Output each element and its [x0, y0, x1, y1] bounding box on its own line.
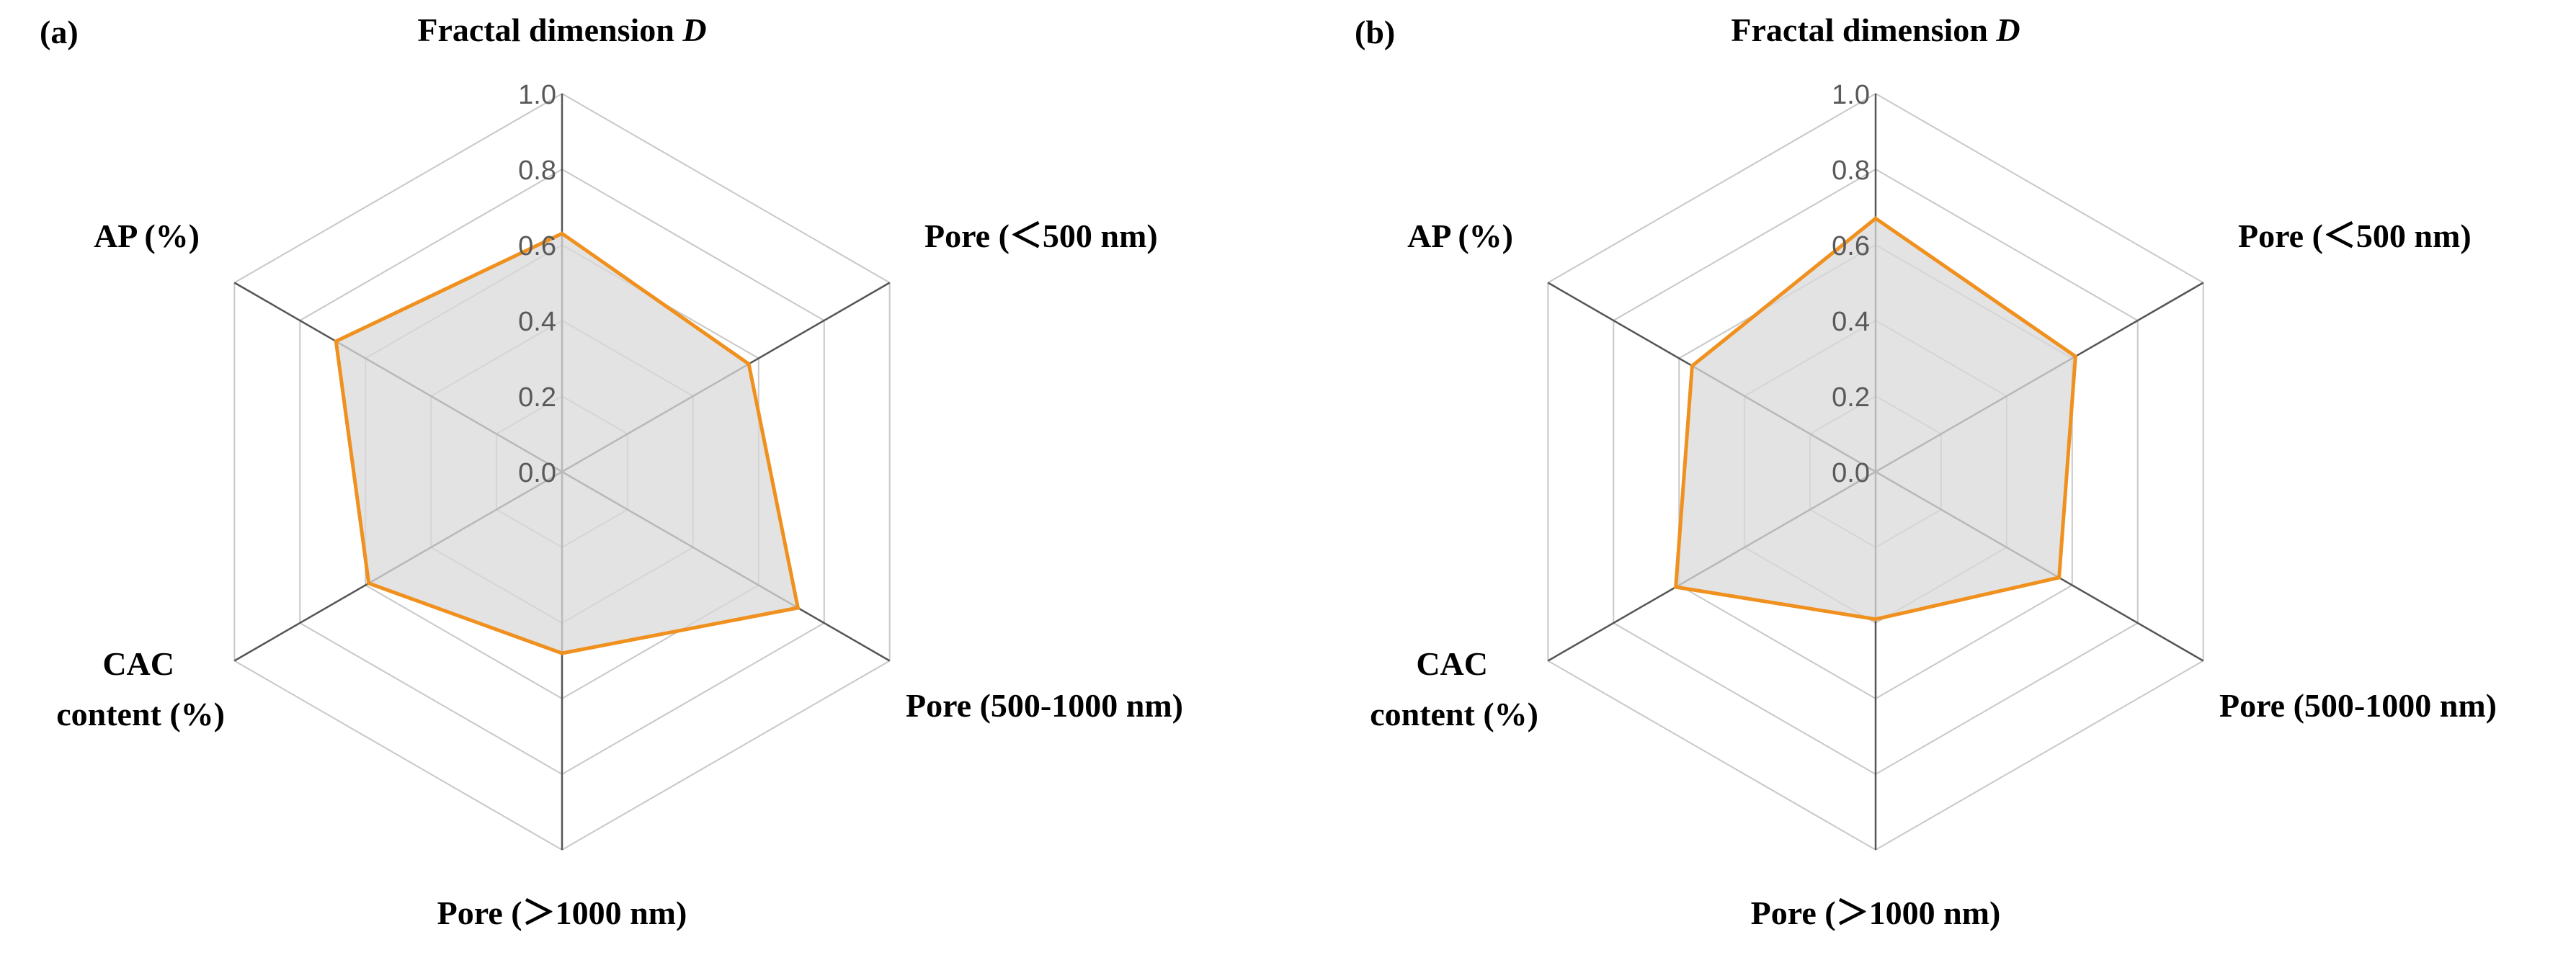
panel-label: (b) — [1355, 14, 1395, 50]
axis-label-line: content (%) — [56, 696, 225, 732]
tick-label: 0.0 — [1832, 458, 1870, 488]
tick-label: 0.8 — [1832, 156, 1870, 186]
axis-label-text: AP (%) — [1407, 218, 1513, 254]
tick-label: 0.6 — [518, 231, 556, 261]
axis-label: Fractal dimension D — [1731, 12, 2020, 48]
data-point — [1690, 364, 1694, 368]
panel-label: (a) — [40, 14, 79, 50]
axis-label-line: CAC — [102, 645, 174, 682]
axis-label: Pore (＜500 nm) — [924, 218, 1158, 254]
axis-label: CAC content (%) — [1370, 645, 1538, 732]
axis-label-italic: D — [1995, 12, 2020, 48]
axis-label-text: Pore (500-1000 nm) — [906, 687, 1183, 724]
axis-label-line: content (%) — [1370, 696, 1538, 732]
axis-label-text: Pore (＞1000 nm) — [1751, 895, 2001, 931]
tick-label: 0.4 — [1832, 307, 1870, 337]
axis-label-text: Fractal dimension — [417, 12, 682, 48]
axis-label-italic: D — [682, 12, 706, 48]
tick-label: 0.8 — [518, 156, 556, 186]
tick-label: 0.2 — [518, 382, 556, 413]
data-point — [1873, 617, 1878, 622]
axis-label: Fractal dimension D — [417, 12, 706, 48]
data-point — [367, 581, 371, 586]
data-point — [1873, 216, 1878, 220]
axis-label: AP (%) — [94, 218, 200, 254]
axis-label-line: CAC — [1416, 645, 1488, 682]
axis-label: Pore (＞1000 nm) — [437, 895, 687, 931]
axis-label-text: Pore (500-1000 nm) — [2219, 687, 2497, 724]
data-point — [560, 651, 564, 655]
data-point — [795, 606, 800, 610]
tick-label: 0.4 — [518, 307, 556, 337]
axis-label: Pore (500-1000 nm) — [2219, 687, 2497, 724]
tick-label: 1.0 — [518, 80, 556, 110]
axis-label: Pore (＞1000 nm) — [1751, 895, 2001, 931]
data-point — [746, 362, 751, 366]
radar-panel-b: 0.0 0.2 0.4 0.6 0.8 1.0 Fractal dimension D Por… — [1355, 12, 2497, 931]
axis-label-text: AP (%) — [94, 218, 200, 254]
data-point — [334, 339, 338, 344]
axis-label-text: Fractal dimension — [1731, 12, 1996, 48]
data-point — [2073, 354, 2077, 359]
tick-label: 0.6 — [1832, 231, 1870, 261]
axis-label-text: Pore (＞1000 nm) — [437, 895, 687, 931]
tick-label: 1.0 — [1832, 80, 1870, 110]
axis-label-text: Pore (＜500 nm) — [924, 218, 1158, 254]
tick-label: 0.2 — [1832, 382, 1870, 413]
axis-label: CAC content (%) — [56, 645, 225, 732]
data-point — [2057, 575, 2062, 580]
data-series-polygon — [1673, 216, 2077, 622]
tick-label: 0.0 — [518, 458, 556, 488]
axis-label: Pore (＜500 nm) — [2238, 218, 2472, 254]
axis-label-text: Pore (＜500 nm) — [2238, 218, 2472, 254]
axis-label: Pore (500-1000 nm) — [906, 687, 1183, 724]
data-point — [1674, 585, 1678, 589]
data-series-polygon — [334, 231, 801, 655]
axis-label: AP (%) — [1407, 218, 1513, 254]
data-point — [560, 231, 564, 236]
radar-panel-a: 0.0 0.2 0.4 0.6 0.8 1.0 Fractal dimension D Por… — [40, 12, 1183, 931]
